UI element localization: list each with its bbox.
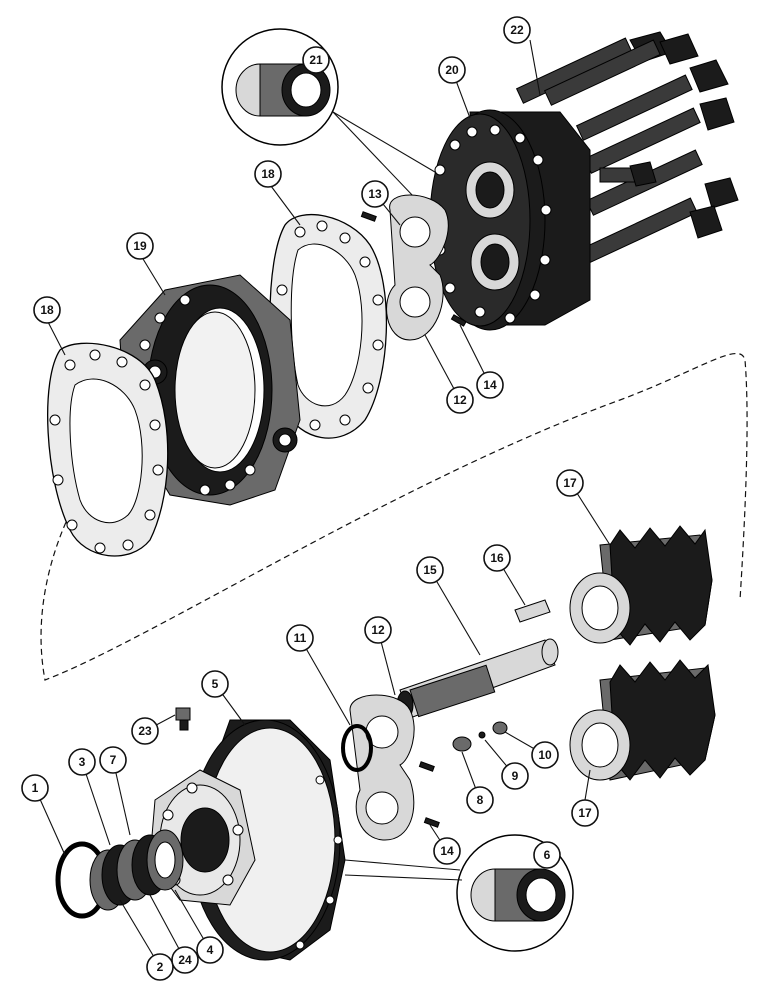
callout-13: 13 (361, 180, 389, 208)
callout-20-label: 20 (445, 63, 459, 77)
callout-7: 7 (99, 746, 127, 774)
callout-16: 16 (483, 544, 511, 572)
callout-7-label: 7 (110, 753, 117, 767)
cover-bolts (515, 31, 739, 264)
front-housing (149, 719, 346, 961)
callout-22-label: 22 (510, 23, 524, 37)
callout-18-right: 18 (254, 160, 282, 188)
callout-20: 20 (438, 56, 466, 84)
callout-21-label: 21 (309, 53, 323, 67)
callout-14-lower-label: 14 (440, 844, 454, 858)
callout-2: 2 (146, 953, 174, 981)
assembly-path-line (40, 352, 748, 681)
callout-19: 19 (126, 232, 154, 260)
callout-18-left-label: 18 (40, 303, 54, 317)
shaft-seal-stack (55, 829, 184, 919)
callout-1-label: 1 (32, 781, 39, 795)
callout-14-upper-label: 14 (483, 378, 497, 392)
callout-4: 4 (196, 936, 224, 964)
callout-9: 9 (501, 762, 529, 790)
upper-wear-plate (360, 194, 467, 341)
callout-5-label: 5 (212, 677, 219, 691)
callout-17-lower: 17 (571, 799, 599, 827)
callout-2-label: 2 (157, 960, 164, 974)
callout-16-label: 16 (490, 551, 504, 565)
callout-12-lower-label: 12 (371, 623, 385, 637)
callout-11: 11 (286, 624, 314, 652)
callout-12-upper: 12 (446, 386, 474, 414)
callout-10: 10 (531, 741, 559, 769)
callout-17-lower-label: 17 (578, 806, 592, 820)
callout-17-upper: 17 (556, 469, 584, 497)
shaft-key (514, 599, 551, 623)
callout-1: 1 (21, 774, 49, 802)
callout-24: 24 (171, 946, 199, 974)
callout-6: 6 (533, 841, 561, 869)
callout-23-label: 23 (138, 724, 152, 738)
callout-4-label: 4 (207, 943, 214, 957)
callout-8-label: 8 (477, 793, 484, 807)
callout-14-upper: 14 (476, 371, 504, 399)
callout-17-upper-label: 17 (563, 476, 577, 490)
callout-15: 15 (416, 556, 444, 584)
callout-23: 23 (131, 717, 159, 745)
grease-fitting (175, 707, 191, 731)
callout-3-label: 3 (79, 755, 86, 769)
pump-body (119, 274, 301, 506)
callout-14-lower: 14 (433, 837, 461, 865)
callout-19-label: 19 (133, 239, 147, 253)
rear-cover (429, 109, 591, 331)
gasket-left (47, 342, 169, 557)
callout-18-left: 18 (33, 296, 61, 324)
callout-10-label: 10 (538, 748, 552, 762)
callout-12-upper-label: 12 (453, 393, 467, 407)
callout-12-lower: 12 (364, 616, 392, 644)
callout-11-label: 11 (294, 631, 307, 645)
callout-9-label: 9 (512, 769, 519, 783)
callout-13-label: 13 (368, 187, 382, 201)
seal-ring (341, 724, 373, 772)
relief-valve-parts (452, 721, 508, 752)
callout-24-label: 24 (178, 953, 192, 967)
callout-3: 3 (68, 748, 96, 776)
callout-8: 8 (466, 786, 494, 814)
callout-15-label: 15 (423, 563, 437, 577)
callout-5: 5 (201, 670, 229, 698)
callout-6-label: 6 (544, 848, 551, 862)
callout-21: 21 (302, 46, 330, 74)
driven-gear-upper (569, 525, 713, 646)
driven-gear-lower (569, 659, 716, 781)
callout-18-right-label: 18 (261, 167, 275, 181)
callout-22: 22 (503, 16, 531, 44)
